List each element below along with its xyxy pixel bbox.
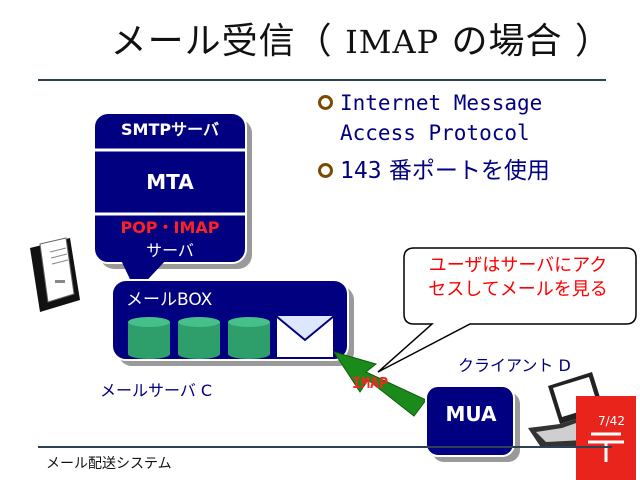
footer-divider	[38, 446, 612, 448]
slide-title: メール受信（ IMAP の場合 ）	[0, 12, 640, 64]
pop-imap-sub-label: サーバ	[146, 241, 194, 260]
port-number: 143	[340, 158, 382, 184]
smtp-server-label: SMTPサーバ	[121, 120, 219, 139]
bullet-marker	[318, 95, 333, 110]
pop-imap-label: POP・IMAP	[120, 218, 220, 237]
mua-box	[425, 385, 520, 462]
client-label: クライアント D	[458, 356, 571, 375]
callout-line: ユーザはサーバにアク	[428, 255, 608, 276]
callout-text: ユーザはサーバにアク セスしてメールを見る	[404, 254, 632, 302]
mua-label: MUA	[445, 402, 497, 426]
title-prefix: メール受信（	[110, 21, 346, 62]
envelope-icon	[275, 315, 335, 359]
postbox-icon	[576, 396, 636, 480]
bullet-port: 143 番ポートを使用	[340, 156, 550, 186]
mailbox-label: メールBOX	[126, 290, 213, 310]
mailbox-cylinder-icon	[128, 317, 170, 359]
title-divider	[38, 79, 606, 81]
port-text: 番ポートを使用	[381, 158, 550, 184]
callout-bubble	[377, 247, 637, 373]
bullet-protocol-name: Internet Message Access Protocol	[340, 88, 542, 148]
mta-label: MTA	[146, 170, 194, 194]
server-tower-icon	[30, 237, 80, 312]
bullet-line: Internet Message	[340, 91, 543, 115]
bullet-marker	[318, 163, 333, 178]
imap-arrow-label: IMAP	[352, 374, 389, 392]
mail-server-stack	[93, 112, 252, 292]
mailbox-cylinder-icon	[178, 317, 220, 359]
title-protocol: IMAP	[345, 23, 440, 61]
page-number: 7/42	[598, 414, 625, 428]
bullet-line: Access Protocol	[340, 121, 530, 145]
callout-line: セスしてメールを見る	[428, 279, 608, 300]
title-suffix: の場合 ）	[439, 21, 612, 62]
mailbox-container	[111, 279, 354, 366]
footer-text: メール配送システム	[46, 456, 172, 472]
imap-arrow	[332, 351, 427, 417]
mail-server-label: メールサーバ C	[100, 381, 213, 400]
mailbox-cylinder-icon	[228, 317, 270, 359]
